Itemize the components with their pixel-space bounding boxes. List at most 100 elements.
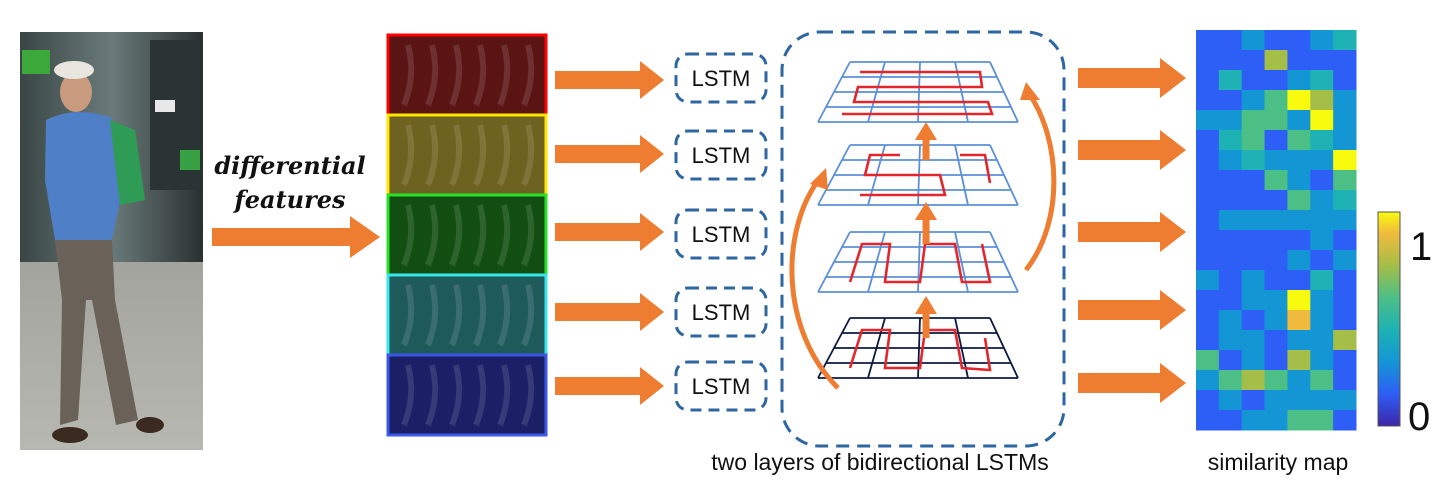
similarity-cell	[1241, 410, 1266, 431]
similarity-cell	[1218, 90, 1243, 111]
similarity-cell	[1310, 90, 1334, 111]
pedestrian-photo	[20, 32, 203, 450]
similarity-cell	[1333, 90, 1357, 111]
similarity-cell	[1196, 370, 1220, 391]
similarity-cell	[1218, 250, 1243, 271]
similarity-cell	[1287, 370, 1311, 391]
similarity-cell	[1241, 370, 1266, 391]
similarity-cell	[1333, 170, 1357, 191]
lstm-layer-lower-middle	[817, 231, 1019, 293]
similarity-cell	[1264, 30, 1288, 51]
similarity-cell	[1287, 330, 1311, 351]
similarity-cell	[1310, 150, 1334, 171]
similarity-cell	[1333, 410, 1357, 431]
similarity-cell	[1310, 190, 1334, 211]
similarity-cell	[1287, 210, 1311, 231]
similarity-cell	[1241, 110, 1266, 131]
colorbar-min-label: 0	[1408, 395, 1430, 439]
similarity-cell	[1218, 290, 1243, 311]
similarity-cell	[1264, 350, 1288, 371]
similarity-cell	[1264, 190, 1288, 211]
similarity-map-caption: similarity map	[1208, 449, 1349, 475]
similarity-cell	[1310, 330, 1334, 351]
similarity-cell	[1196, 50, 1220, 71]
similarity-cell	[1218, 230, 1243, 251]
similarity-cell	[1310, 210, 1334, 231]
similarity-cell	[1333, 230, 1357, 251]
similarity-cell	[1310, 30, 1334, 51]
similarity-cell	[1241, 210, 1266, 231]
arrow-to-features	[212, 216, 380, 258]
similarity-cell	[1196, 90, 1220, 111]
similarity-cell	[1241, 130, 1266, 151]
similarity-cell	[1333, 330, 1357, 351]
similarity-cell	[1218, 190, 1243, 211]
similarity-cell	[1241, 50, 1266, 71]
similarity-cell	[1287, 270, 1311, 291]
similarity-cell	[1241, 170, 1266, 191]
similarity-cell	[1287, 250, 1311, 271]
similarity-cell	[1241, 30, 1266, 51]
similarity-cell	[1310, 390, 1334, 411]
similarity-cell	[1218, 110, 1243, 131]
lstm-label: LSTM	[692, 143, 751, 168]
feature-to-lstm-arrow	[555, 135, 664, 173]
to-similarity-arrow	[1078, 290, 1186, 330]
bilstm-container	[780, 30, 1066, 448]
similarity-cell	[1264, 330, 1288, 351]
similarity-cell	[1264, 250, 1288, 271]
lstm-box: LSTM	[674, 52, 768, 104]
arrows-features-to-lstm	[555, 61, 664, 405]
feature-to-lstm-arrow	[555, 213, 664, 251]
similarity-cell	[1264, 270, 1288, 291]
similarity-cell	[1287, 230, 1311, 251]
similarity-cell	[1196, 190, 1220, 211]
blue-stripe	[386, 353, 548, 437]
similarity-cell	[1287, 50, 1311, 71]
similarity-cell	[1241, 290, 1266, 311]
similarity-cell	[1264, 290, 1288, 311]
similarity-cell	[1241, 390, 1266, 411]
similarity-cell	[1241, 350, 1266, 371]
similarity-cell	[1196, 150, 1220, 171]
lstm-box: LSTM	[674, 129, 768, 181]
similarity-cell	[1287, 90, 1311, 111]
similarity-cell	[1333, 50, 1357, 71]
similarity-cell	[1264, 210, 1288, 231]
similarity-cell	[1264, 170, 1288, 191]
similarity-cell	[1310, 110, 1334, 131]
similarity-cell	[1333, 390, 1357, 411]
similarity-cell	[1241, 70, 1266, 91]
similarity-cell	[1287, 30, 1311, 51]
feature-to-lstm-arrow	[555, 61, 664, 99]
lstm-label: LSTM	[692, 300, 751, 325]
similarity-cell	[1264, 50, 1288, 71]
similarity-cell	[1218, 310, 1243, 331]
lstm-box: LSTM	[674, 286, 768, 338]
similarity-cell	[1287, 110, 1311, 131]
lstm-layer-stack	[817, 61, 1019, 379]
similarity-cell	[1241, 230, 1266, 251]
lstm-box: LSTM	[674, 360, 768, 412]
similarity-cell	[1333, 130, 1357, 151]
similarity-cell	[1333, 190, 1357, 211]
similarity-cell	[1218, 410, 1243, 431]
similarity-cell	[1241, 270, 1266, 291]
similarity-cell	[1264, 370, 1288, 391]
similarity-cell	[1310, 250, 1334, 271]
similarity-cell	[1333, 370, 1357, 391]
similarity-cell	[1196, 390, 1220, 411]
similarity-cell	[1264, 130, 1288, 151]
similarity-cell	[1218, 30, 1243, 51]
lstm-layer-top	[817, 61, 1019, 123]
similarity-cell	[1241, 150, 1266, 171]
similarity-cell	[1218, 390, 1243, 411]
similarity-cell	[1196, 210, 1220, 231]
similarity-cell	[1264, 150, 1288, 171]
similarity-cell	[1218, 270, 1243, 291]
similarity-cell	[1241, 90, 1266, 111]
similarity-cell	[1310, 270, 1334, 291]
similarity-cell	[1310, 130, 1334, 151]
similarity-cell	[1241, 250, 1266, 271]
